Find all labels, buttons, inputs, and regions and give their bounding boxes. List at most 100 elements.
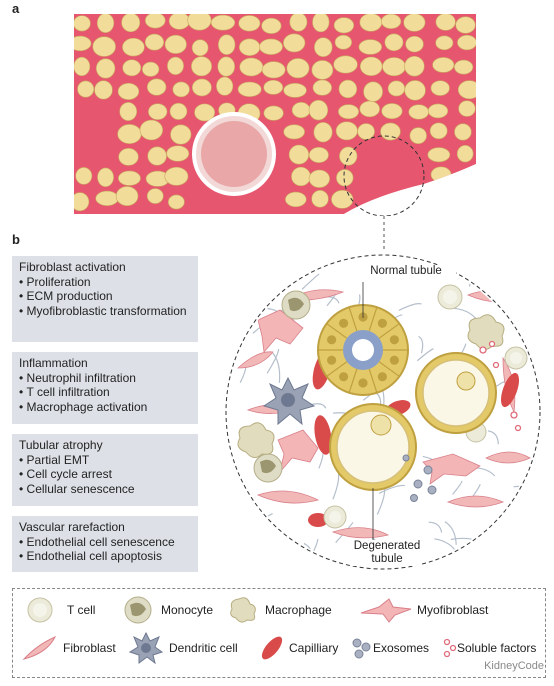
- tubule-cross-section: [382, 57, 406, 77]
- tubule-cross-section: [359, 100, 380, 118]
- tubule-cross-section: [168, 14, 190, 30]
- tubule-cross-section: [331, 190, 354, 209]
- tubule-cross-section: [218, 34, 236, 55]
- tubule-cross-section: [338, 79, 358, 99]
- tubule-cross-section: [164, 34, 187, 54]
- epithelial-cell-border: [348, 368, 358, 393]
- tubule-cross-section: [308, 99, 329, 121]
- tubule-cross-section: [147, 146, 167, 166]
- epithelial-nucleus: [377, 318, 387, 328]
- soluble-factors-icon: [443, 638, 457, 658]
- box-item: Endothelial cell apoptosis: [19, 549, 192, 564]
- ecm-fiber: [301, 273, 320, 290]
- fibroblast-icon: [22, 635, 57, 660]
- tubule-cross-section: [169, 102, 188, 120]
- box-item: Proliferation: [19, 275, 192, 290]
- tubule-cross-section: [121, 14, 141, 33]
- tubule-cross-section: [144, 14, 166, 29]
- tubule-cross-section: [259, 38, 283, 55]
- ecm-fiber: [234, 493, 252, 498]
- tubule-cross-section: [387, 80, 406, 97]
- box-item: Partial EMT: [19, 453, 192, 468]
- box-title: Vascular rarefaction: [19, 520, 125, 534]
- tubule-cross-section: [404, 55, 425, 77]
- tubule-cross-section: [289, 14, 308, 32]
- legend-item-monocyte: Monocyte: [123, 595, 233, 625]
- legend-item-dendritic-cell: Dendritic cell: [129, 631, 259, 665]
- tubule-cross-section: [456, 145, 474, 163]
- tubule-cross-section: [146, 78, 167, 96]
- tubule-cross-section: [339, 146, 358, 166]
- tubule-cross-section: [95, 58, 116, 79]
- ecm-fiber: [418, 335, 424, 354]
- box-title: Inflammation: [19, 356, 88, 370]
- tubule-cross-section: [96, 14, 115, 33]
- legend-label: Capilliary: [289, 641, 339, 655]
- legend-item-myofibroblast: Myofibroblast: [359, 595, 539, 625]
- tubule-cross-section: [74, 192, 90, 212]
- tubule-cross-section: [237, 81, 262, 97]
- normal-tubule: [317, 304, 409, 396]
- tubule-cross-section: [144, 33, 165, 51]
- tubule-cross-section: [74, 35, 92, 52]
- epithelial-cell-border: [348, 307, 358, 332]
- tubule-cross-section: [338, 104, 359, 120]
- tubule-cross-section: [286, 58, 310, 79]
- tubule-cross-section: [191, 56, 212, 77]
- tubule-cross-section: [333, 17, 355, 34]
- ecm-fiber: [464, 554, 479, 567]
- tubule-cross-section: [430, 80, 450, 96]
- tubule-cross-section: [261, 17, 282, 34]
- legend-item-soluble-factors: Soluble factors: [441, 633, 545, 663]
- tubule-cross-section: [458, 100, 476, 117]
- ecm-fiber: [518, 527, 533, 540]
- panel-b-label: b: [12, 232, 20, 247]
- tubule-cross-section: [457, 34, 476, 51]
- tubule-cross-section: [118, 170, 141, 186]
- tubule-cross-section: [263, 105, 284, 121]
- tubule-cross-section: [291, 166, 311, 187]
- tubule-cross-section: [427, 103, 449, 119]
- tubule-cross-section: [408, 104, 429, 120]
- tubule-cross-section: [384, 33, 404, 52]
- tubule-cross-section: [194, 103, 216, 122]
- box-item: Macrophage activation: [19, 400, 192, 415]
- panel-a-label: a: [12, 1, 20, 16]
- tubule-cross-section: [217, 56, 236, 77]
- tubule-cross-section: [334, 34, 352, 50]
- tubule-cross-section: [239, 57, 264, 77]
- box-title: Tubular atrophy: [19, 438, 103, 452]
- tubule-cross-section: [191, 78, 212, 97]
- tubule-cross-section: [239, 38, 261, 56]
- tubule-cross-section: [457, 80, 476, 100]
- ecm-fiber: [266, 349, 280, 374]
- legend-item-macrophage: Macrophage: [225, 595, 355, 625]
- ecm-fiber: [444, 521, 457, 545]
- epithelial-cell-border: [378, 361, 400, 377]
- tubule-cross-section: [92, 36, 116, 57]
- tubule-cross-section: [115, 186, 139, 206]
- legend-item-fibroblast: Fibroblast: [21, 633, 131, 663]
- tubule-cross-section: [122, 59, 142, 77]
- tubule-cross-section: [336, 169, 354, 187]
- tubule-cross-section: [313, 122, 333, 143]
- legend-label: Soluble factors: [457, 641, 537, 655]
- legend-label: Macrophage: [265, 603, 332, 617]
- legend-label: Fibroblast: [63, 641, 116, 655]
- legend-label: Myofibroblast: [417, 603, 489, 617]
- tubule-cross-section: [263, 79, 284, 95]
- exosomes-icon: [352, 638, 371, 659]
- ecm-fiber: [520, 312, 535, 319]
- legend-item-exosomes: Exosomes: [351, 633, 441, 663]
- ecm-fiber: [481, 545, 490, 567]
- tubule-cross-section: [210, 14, 236, 31]
- connector-line: [383, 216, 385, 252]
- ecm-fiber: [272, 352, 281, 383]
- tubule-cross-section: [454, 59, 474, 75]
- dendritic-cell: [262, 376, 316, 426]
- box-item: Cellular senescence: [19, 482, 192, 497]
- tubule-cross-section: [359, 56, 383, 76]
- tubule-cross-section: [312, 79, 332, 96]
- tubule-cross-section: [216, 76, 234, 96]
- degenerated-tubule: [329, 403, 417, 491]
